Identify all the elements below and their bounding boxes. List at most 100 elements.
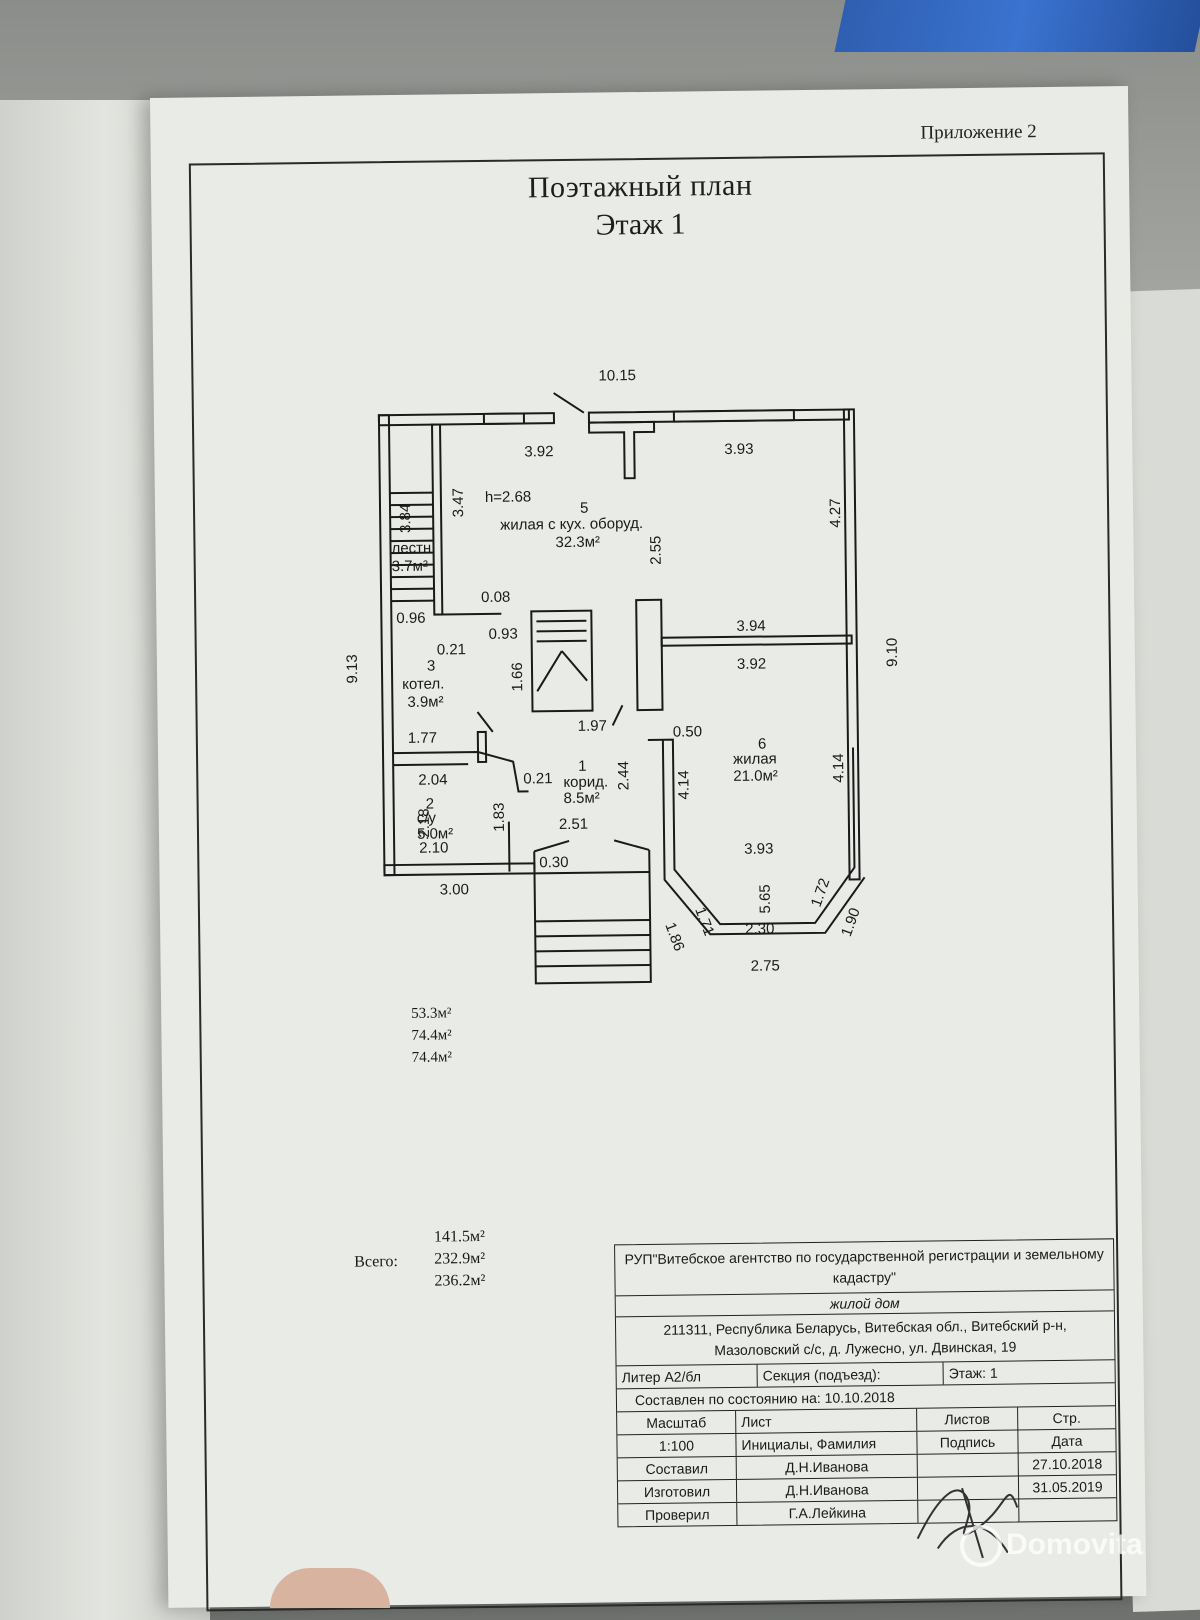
room2-name: с/у [417, 810, 437, 827]
entrance-steps [533, 870, 652, 985]
liter-cell: Литер А2/бл [616, 1364, 758, 1389]
dim-5.65: 5.65 [757, 884, 774, 913]
room5-area: 32.3м² [555, 534, 600, 552]
stairs-name: лестн. [391, 540, 435, 558]
dim-3.93-room6: 3.93 [744, 840, 773, 857]
signer-name: Д.Н.Иванова [736, 1477, 919, 1502]
floor-area-2: 74.4м² [411, 1027, 452, 1044]
room2-number: 2 [426, 796, 435, 813]
blue-cloth [834, 0, 1200, 52]
document-page: Приложение 2 Поэтажный план Этаж 1 [150, 86, 1147, 1612]
signer-name: Д.Н.Иванова [736, 1454, 918, 1479]
inner-stairs-steps [536, 619, 588, 692]
dim-1.83: 1.83 [491, 802, 508, 831]
room5-name: жилая с кух. оборуд. [500, 515, 643, 534]
room6-number: 6 [758, 736, 767, 753]
signer-date [1019, 1498, 1116, 1521]
door-swing-room6 [611, 704, 624, 726]
window-top-2 [672, 409, 795, 423]
signer-date: 31.05.2019 [1032, 1478, 1103, 1496]
header-scale: Масштаб [617, 1410, 737, 1435]
pillar [635, 598, 664, 712]
room2-area: 5.0м² [417, 825, 453, 842]
wall-boiler [393, 751, 529, 793]
header-sheets: Листов [917, 1407, 1019, 1431]
wall-stairs [430, 423, 444, 616]
dim-0.93: 0.93 [488, 626, 517, 643]
room6-name: жилая [733, 750, 777, 768]
wall-top-left [377, 412, 556, 427]
dim-0.08: 0.08 [481, 589, 510, 606]
room1-area: 8.5м² [563, 790, 599, 807]
entrance-step-lines [535, 918, 651, 968]
dim-2.10: 2.10 [419, 839, 448, 856]
dim-4.14-left: 4.14 [675, 770, 692, 799]
floor-area-3: 74.4м² [411, 1049, 453, 1066]
dim-3.84: 3.84 [397, 504, 414, 533]
header-sheet: Лист [736, 1408, 918, 1433]
dim-1.71: 1.71 [691, 905, 717, 938]
watermark-logo-icon [960, 1525, 1002, 1567]
dim-1.97: 1.97 [578, 717, 607, 734]
dim-2.04: 2.04 [418, 771, 447, 788]
room6-area: 21.0м² [733, 767, 778, 785]
floor-areas: 53.3м² 74.4м² 74.4м² [411, 1002, 452, 1068]
scale-value: 1:100 [617, 1433, 737, 1458]
room3-name: котел. [402, 675, 444, 693]
room3-area: 3.9м² [407, 693, 443, 710]
wall-bath-top [393, 763, 469, 767]
dim-0.21-a: 0.21 [437, 641, 466, 658]
signer-role: Проверил [618, 1502, 738, 1527]
dim-3.92-top: 3.92 [524, 443, 553, 460]
wall-partition [660, 634, 853, 647]
finger [270, 1568, 390, 1608]
floor-area-1: 53.3м² [411, 1005, 452, 1022]
header-page: Стр. [1052, 1409, 1081, 1427]
room3-number: 3 [427, 658, 436, 675]
dim-3.93-top: 3.93 [724, 441, 753, 458]
signer-role: Изготовил [617, 1479, 738, 1504]
section-cell: Секция (подъезд): [757, 1362, 944, 1387]
dim-0.30: 0.30 [539, 854, 568, 871]
room5-height: h=2.68 [485, 488, 532, 506]
dim-0.21-b: 0.21 [523, 770, 552, 787]
stairs-area: 3.7м² [392, 558, 428, 575]
title-block: РУП"Витебское агентство по государственн… [614, 1238, 1118, 1528]
dim-2.55: 2.55 [647, 536, 664, 565]
entrance-porch [533, 839, 651, 874]
dim-9.10: 9.10 [884, 638, 901, 667]
watermark: Domovita [960, 1525, 1143, 1567]
dim-1.86: 1.86 [661, 920, 687, 953]
title-block-org: РУП"Витебское агентство по государственн… [615, 1239, 1114, 1297]
dim-2.75: 2.75 [751, 957, 780, 974]
header-initials: Инициалы, Фамилия [736, 1431, 918, 1456]
dim-4.27: 4.27 [827, 498, 844, 527]
stairs-left [389, 491, 435, 603]
window-top-1 [482, 412, 526, 425]
column-top [587, 420, 656, 480]
floor-cell: Этаж: 1 [948, 1364, 998, 1382]
dim-10.15: 10.15 [598, 367, 636, 384]
header-signature: Подпись [917, 1430, 1019, 1454]
total-value-1: 141.5м² [433, 1227, 485, 1246]
dim-0.50: 0.50 [673, 723, 702, 740]
totals-values: 141.5м² 232.9м² 236.2м² [434, 1226, 486, 1293]
dim-2.44: 2.44 [615, 761, 632, 790]
dim-3.00: 3.00 [440, 881, 469, 898]
wall-bottom-left [383, 862, 536, 877]
dim-2.30: 2.30 [745, 920, 774, 937]
total-value-2: 232.9м² [434, 1249, 486, 1268]
dim-3.47: 3.47 [450, 488, 467, 517]
totals-label: Всего: [354, 1253, 399, 1271]
title-block-address: 211311, Республика Беларусь, Витебская о… [615, 1311, 1115, 1367]
room1-number: 1 [578, 758, 587, 775]
inner-stairs [530, 609, 594, 713]
wall-bath-right [507, 821, 511, 872]
signer-date: 27.10.2018 [1032, 1455, 1103, 1473]
header-date: Дата [1051, 1432, 1083, 1450]
room1-name: корид. [563, 773, 608, 791]
dim-0.96: 0.96 [396, 610, 425, 627]
door-swing-top [553, 392, 585, 414]
dim-9.13: 9.13 [344, 654, 361, 683]
dim-4.14-right: 4.14 [830, 753, 847, 782]
